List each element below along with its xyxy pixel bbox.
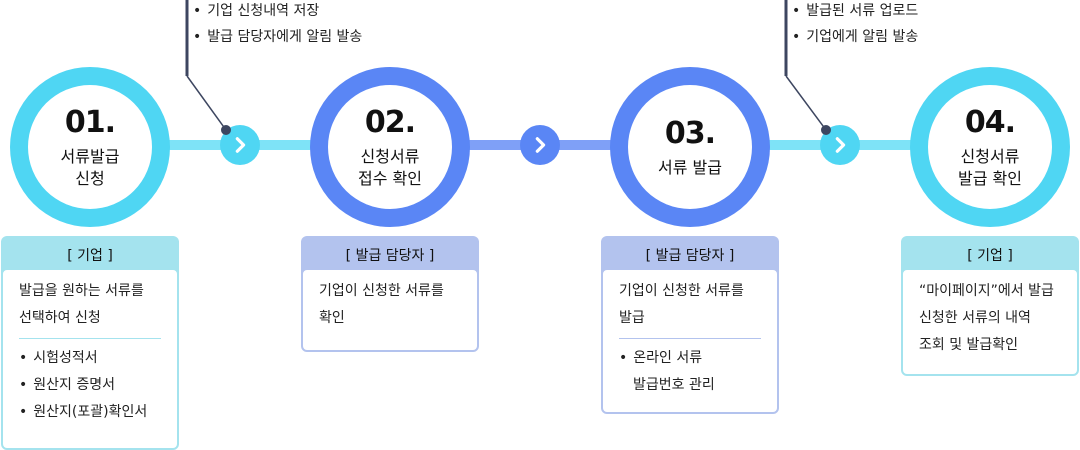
card-text: 확인	[319, 310, 345, 326]
info-card-3: [ 발급 담당자 ] 기업이 신청한 서류를 발급 온라인 서류 발급번호 관리	[601, 236, 779, 414]
card-body: 발급을 원하는 서류를 선택하여 신청 시험성적서 원산지 증명서 원산지(포괄…	[1, 268, 179, 450]
step-label: 서류발급 신청	[60, 146, 120, 188]
note-item: 발급된 서류 업로드	[792, 0, 918, 24]
step-number: 04.	[964, 104, 1016, 140]
info-card-4: [ 기업 ] “마이페이지”에서 발급 신청한 서류의 내역 조회 및 발급확인	[901, 236, 1079, 376]
card-bullet-continuation: 발급번호 관리	[633, 377, 715, 393]
card-header: [ 발급 담당자 ]	[301, 236, 479, 274]
step-circle-2: 02. 신청서류 접수 확인	[310, 67, 470, 227]
note-item: 기업 신청내역 저장	[193, 0, 362, 24]
step-number: 01.	[64, 104, 116, 140]
step-circle-3: 03. 서류 발급	[610, 67, 770, 227]
card-text: 조회 및 발급확인	[919, 337, 1019, 353]
card-text: 신청한 서류의 내역	[919, 310, 1031, 326]
card-bullet: 온라인 서류	[619, 345, 761, 372]
card-text: 기업이 신청한 서류를	[319, 283, 444, 299]
info-card-2: [ 발급 담당자 ] 기업이 신청한 서류를 확인	[301, 236, 479, 352]
step-number: 02.	[364, 104, 416, 140]
card-text: 발급	[619, 310, 645, 326]
step-label: 서류 발급	[658, 157, 722, 177]
step-number: 03.	[664, 115, 716, 151]
card-bullet: 원산지 증명서	[19, 372, 161, 399]
chevron-right-icon-2	[520, 125, 560, 165]
step-circle-1: 01. 서류발급 신청	[10, 67, 170, 227]
step-circle-4: 04. 신청서류 발급 확인	[910, 67, 1070, 227]
card-body: 기업이 신청한 서류를 확인	[301, 268, 479, 352]
card-text: 기업이 신청한 서류를	[619, 283, 744, 299]
card-divider	[19, 338, 161, 339]
info-card-1: [ 기업 ] 발급을 원하는 서류를 선택하여 신청 시험성적서 원산지 증명서…	[1, 236, 179, 450]
card-bullet: 원산지(포괄)확인서	[19, 399, 161, 426]
card-text: 발급을 원하는 서류를	[19, 283, 144, 299]
card-header: [ 기업 ]	[901, 236, 1079, 274]
step-label: 신청서류 발급 확인	[958, 146, 1022, 188]
note-item: 기업에게 알림 발송	[792, 24, 918, 50]
card-text: “마이페이지”에서 발급	[919, 283, 1054, 299]
callout-note-1: 기업 신청내역 저장 발급 담당자에게 알림 발송	[193, 0, 362, 50]
card-bullet: 시험성적서	[19, 345, 161, 372]
card-header: [ 기업 ]	[1, 236, 179, 274]
card-header: [ 발급 담당자 ]	[601, 236, 779, 274]
note-item: 발급 담당자에게 알림 발송	[193, 24, 362, 50]
card-divider	[619, 338, 761, 339]
callout-note-2: 발급된 서류 업로드 기업에게 알림 발송	[792, 0, 918, 50]
step-label: 신청서류 접수 확인	[358, 146, 422, 188]
card-body: 기업이 신청한 서류를 발급 온라인 서류 발급번호 관리	[601, 268, 779, 414]
card-text: 선택하여 신청	[19, 310, 101, 326]
card-body: “마이페이지”에서 발급 신청한 서류의 내역 조회 및 발급확인	[901, 268, 1079, 376]
